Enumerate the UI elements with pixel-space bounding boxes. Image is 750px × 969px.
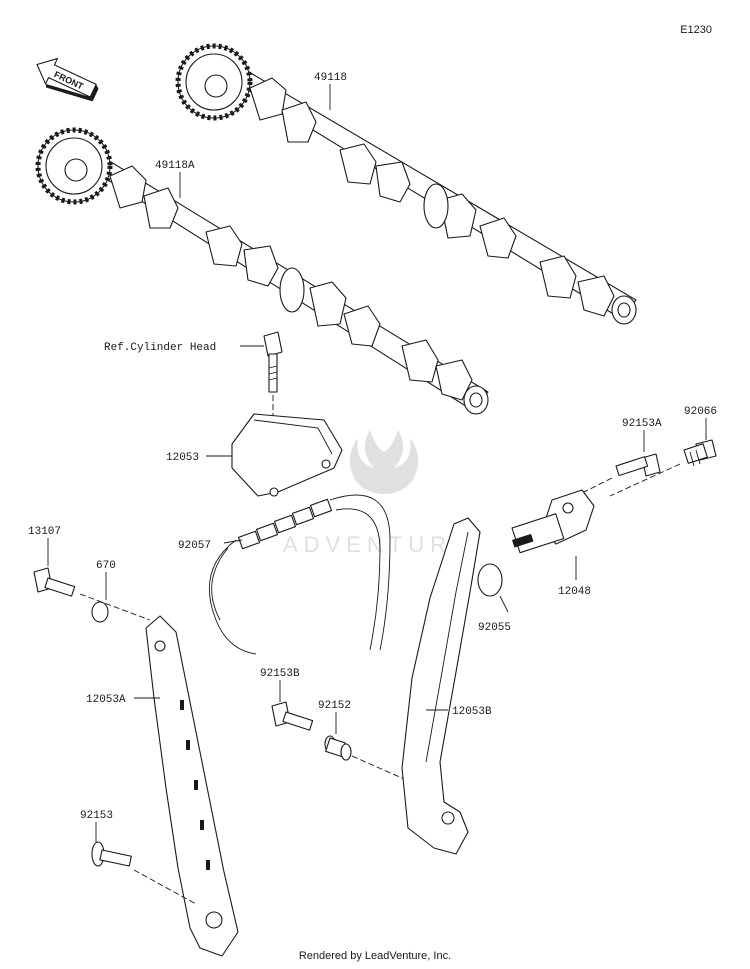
- label-92057: 92057: [178, 540, 211, 552]
- label-12053B: 12053B: [452, 706, 492, 718]
- label-49118A: 49118A: [155, 160, 195, 172]
- label-ref-cylinder-head: Ref.Cylinder Head: [104, 342, 216, 354]
- journal-ring-lower: [279, 267, 305, 313]
- watermark-text: ADVENTURE: [283, 532, 473, 557]
- o-ring-670[interactable]: [91, 601, 109, 623]
- label-92055: 92055: [478, 622, 511, 634]
- timing-chain-92057[interactable]: [208, 494, 391, 655]
- label-92153: 92153: [80, 810, 113, 822]
- chain-guide-12053B[interactable]: [401, 517, 481, 855]
- bolt-92153A[interactable]: [615, 453, 661, 477]
- leader-lines: [47, 84, 707, 842]
- camshaft-49118A[interactable]: [35, 127, 489, 415]
- footer-credit: Rendered by LeadVenture, Inc.: [298, 950, 452, 962]
- guide-windows: [180, 700, 210, 870]
- label-12048: 12048: [558, 586, 591, 598]
- diagram-code: E1230: [680, 24, 712, 36]
- camshaft-49118[interactable]: [175, 43, 637, 325]
- sprocket-gear-upper: [175, 43, 253, 121]
- label-12053: 12053: [166, 452, 199, 464]
- plug-92066[interactable]: [683, 439, 717, 467]
- chain-links: [237, 498, 333, 550]
- label-12053A: 12053A: [86, 694, 126, 706]
- journal-ring-upper: [423, 183, 449, 229]
- label-670: 670: [96, 560, 116, 572]
- cam-lobes-upper: [249, 77, 615, 317]
- chain-guide-12053A[interactable]: [145, 615, 239, 957]
- label-92153A: 92153A: [622, 418, 662, 430]
- bolt-13107[interactable]: [33, 567, 76, 597]
- o-ring-92055[interactable]: [477, 563, 503, 597]
- sprocket-gear-lower: [35, 127, 113, 205]
- label-92066: 92066: [684, 406, 717, 418]
- bolt-92153[interactable]: [91, 841, 132, 867]
- label-13107: 13107: [28, 526, 61, 538]
- chain-guide-12053[interactable]: [231, 413, 343, 497]
- label-92152: 92152: [318, 700, 351, 712]
- tensioner-12048[interactable]: [511, 489, 595, 554]
- watermark: ADVENTURE: [283, 430, 473, 557]
- part-labels: 49118 49118A Ref.Cylinder Head 12053 920…: [28, 72, 717, 822]
- label-49118: 49118: [314, 72, 347, 84]
- cylinder-head-bolt[interactable]: [263, 331, 283, 393]
- cam-lobes-lower: [109, 165, 473, 401]
- collar-92152[interactable]: [324, 735, 352, 761]
- label-92153B: 92153B: [260, 668, 300, 680]
- bolt-92153B[interactable]: [271, 701, 314, 731]
- front-arrow: FRONT: [36, 57, 99, 102]
